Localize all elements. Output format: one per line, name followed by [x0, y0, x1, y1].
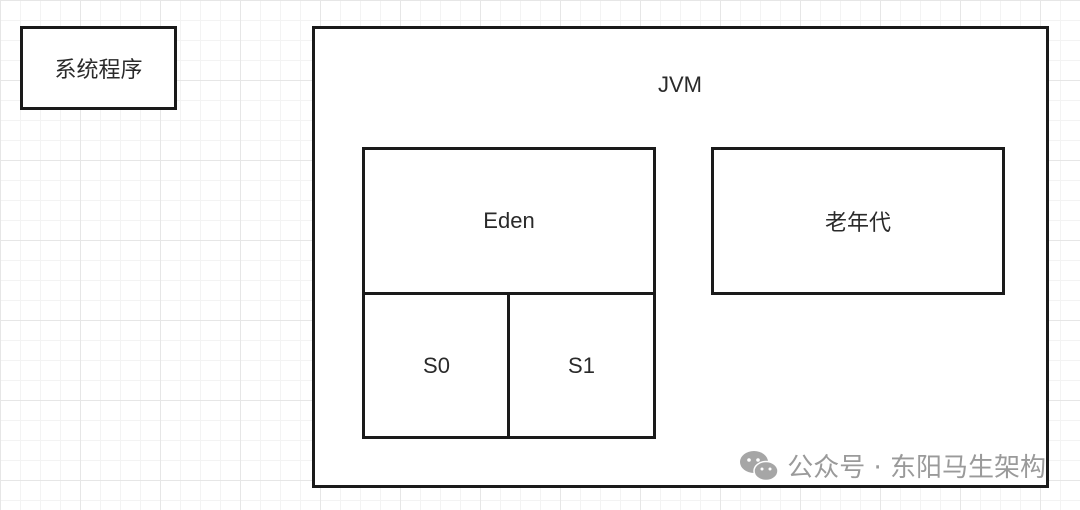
eden-box: Eden: [362, 147, 656, 295]
old-generation-label: 老年代: [824, 210, 891, 235]
watermark: 公众号 · 东阳马生架构: [739, 447, 1046, 484]
system-program-label: 系统程序: [54, 57, 143, 82]
watermark-text: 公众号 · 东阳马生架构: [787, 453, 1046, 483]
eden-label: Eden: [483, 208, 535, 233]
jvm-title: JVM: [658, 72, 702, 97]
s0-label: S0: [423, 352, 450, 378]
old-generation-box: 老年代: [711, 147, 1005, 295]
s0-box: S0: [362, 292, 511, 439]
s1-label: S1: [568, 352, 595, 378]
wechat-icon: [740, 450, 779, 481]
system-program-box: 系统程序: [20, 26, 177, 110]
s1-box: S1: [507, 292, 656, 439]
